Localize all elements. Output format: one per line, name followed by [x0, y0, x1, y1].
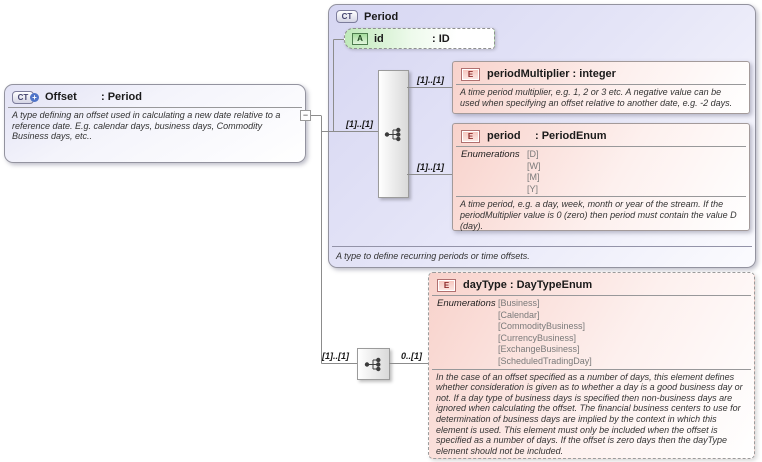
enum-value: [M]	[527, 172, 540, 183]
offset-type: : Period	[101, 91, 142, 103]
enum-value: [ScheduledTradingDay]	[498, 355, 592, 366]
cardinality-sequence: [1]..[1]	[346, 119, 373, 129]
divider	[432, 368, 751, 370]
element-icon: E	[461, 129, 480, 143]
enum-value: [Business]	[498, 298, 540, 308]
minus-icon: −	[302, 110, 309, 120]
offset-name: Offset	[45, 91, 77, 103]
enum-value: [D]	[527, 149, 539, 159]
cardinality-periodmultiplier: [1]..[1]	[417, 75, 444, 85]
offset-description: A type defining an offset used in calcul…	[12, 110, 281, 142]
sequence-indicator[interactable]	[378, 70, 409, 198]
period-enum-values: [D] [W] [M] [Y]	[527, 149, 541, 195]
divider	[456, 146, 746, 147]
daytype-element-box[interactable]: E dayType : DayTypeEnum Enumerations [Bu…	[428, 272, 755, 459]
divider	[456, 84, 746, 85]
enum-value: [Y]	[527, 183, 539, 194]
enum-value: [W]	[527, 160, 541, 171]
enumerations-label: Enumerations	[437, 298, 496, 309]
id-attribute-type: : ID	[432, 32, 450, 45]
element-icon: E	[437, 278, 456, 292]
plus-icon: +	[30, 93, 39, 102]
complextype-icon: CT	[336, 10, 358, 23]
periodmultiplier-title: periodMultiplier : integer	[487, 68, 616, 80]
enum-value: [CurrencyBusiness]	[498, 332, 577, 343]
divider	[432, 295, 751, 296]
enumerations-label: Enumerations	[461, 149, 520, 160]
period-type-title: Period	[364, 10, 399, 23]
periodmultiplier-description: A time period multiplier, e.g. 1, 2 or 3…	[460, 87, 733, 108]
cardinality-daytype: 0..[1]	[401, 351, 423, 361]
periodmultiplier-element-box[interactable]: E periodMultiplier : integer A time peri…	[452, 61, 750, 114]
cardinality-period: [1]..[1]	[417, 162, 444, 172]
offset-complextype-box[interactable]: CT+ Offset : Period A type defining an o…	[4, 84, 306, 163]
element-icon: E	[461, 67, 480, 81]
sequence-icon	[364, 357, 381, 371]
divider	[332, 246, 752, 247]
period-element-name: period	[487, 130, 521, 142]
period-element-type: : PeriodEnum	[535, 130, 607, 142]
cardinality-daytype-sequence: [1]..[1]	[322, 351, 349, 361]
collapse-toggle[interactable]: −	[300, 110, 311, 121]
daytype-description: In the case of an offset specified as a …	[436, 371, 743, 456]
divider	[456, 196, 746, 198]
enum-value: [CommodityBusiness]	[498, 321, 586, 332]
daytype-sequence-indicator[interactable]	[357, 348, 390, 380]
id-attribute-box[interactable]: A id : ID	[344, 28, 495, 49]
period-element-description: A time period, e.g. a day, week, month o…	[460, 199, 737, 231]
enum-value: [ExchangeBusiness]	[498, 344, 580, 355]
sequence-icon	[384, 127, 401, 141]
id-attribute-name: id	[374, 32, 384, 45]
daytype-enum-values: [Business] [Calendar] [CommodityBusiness…	[498, 298, 592, 368]
daytype-title: dayType : DayTypeEnum	[463, 279, 593, 291]
attribute-icon: A	[352, 32, 368, 45]
period-element-box[interactable]: E period : PeriodEnum Enumerations [D] […	[452, 123, 750, 231]
period-type-annotation: A type to define recurring periods or ti…	[336, 251, 530, 261]
enum-value: [Calendar]	[498, 309, 540, 320]
divider	[8, 107, 302, 108]
